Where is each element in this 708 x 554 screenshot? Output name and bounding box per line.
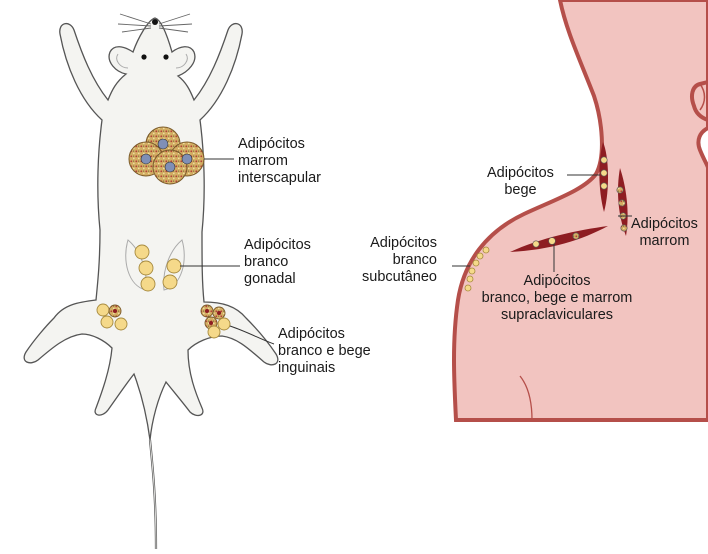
- label-human-supraclavicular-line3: supraclaviculares: [476, 307, 638, 324]
- label-human-supraclavicular-line1: Adipócitos: [476, 273, 638, 290]
- label-interscapular-line3: interscapular: [238, 170, 321, 187]
- mouse-body: [24, 18, 278, 440]
- label-gonadal-line2: branco: [244, 254, 311, 271]
- mouse-illustration: [24, 14, 278, 549]
- label-interscapular: Adipócitos marrom interscapular: [238, 136, 321, 187]
- label-inguinal-line1: Adipócitos: [278, 326, 371, 343]
- label-inguinal: Adipócitos branco e bege inguinais: [278, 326, 371, 377]
- label-human-supraclavicular: Adipócitos branco, bege e marrom supracl…: [476, 273, 638, 324]
- label-interscapular-line2: marrom: [238, 153, 321, 170]
- human-silhouette: [454, 0, 708, 420]
- label-gonadal-line1: Adipócitos: [244, 237, 311, 254]
- label-interscapular-line1: Adipócitos: [238, 136, 321, 153]
- label-human-subcutaneous-line1: Adipócitos: [362, 235, 437, 252]
- label-human-brown-line1: Adipócitos: [631, 216, 698, 233]
- label-human-subcutaneous-line2: branco: [362, 252, 437, 269]
- label-human-subcutaneous-line3: subcutâneo: [362, 269, 437, 286]
- label-human-beige: Adipócitos bege: [487, 165, 554, 199]
- human-illustration: [452, 0, 708, 420]
- label-inguinal-line2: branco e bege: [278, 343, 371, 360]
- label-human-beige-line1: Adipócitos: [487, 165, 554, 182]
- label-human-brown-line2: marrom: [631, 233, 698, 250]
- label-inguinal-line3: inguinais: [278, 360, 371, 377]
- label-human-beige-line2: bege: [487, 182, 554, 199]
- label-human-brown: Adipócitos marrom: [631, 216, 698, 250]
- label-gonadal: Adipócitos branco gonadal: [244, 237, 311, 288]
- label-human-subcutaneous: Adipócitos branco subcutâneo: [362, 235, 437, 286]
- label-human-supraclavicular-line2: branco, bege e marrom: [476, 290, 638, 307]
- label-gonadal-line3: gonadal: [244, 271, 311, 288]
